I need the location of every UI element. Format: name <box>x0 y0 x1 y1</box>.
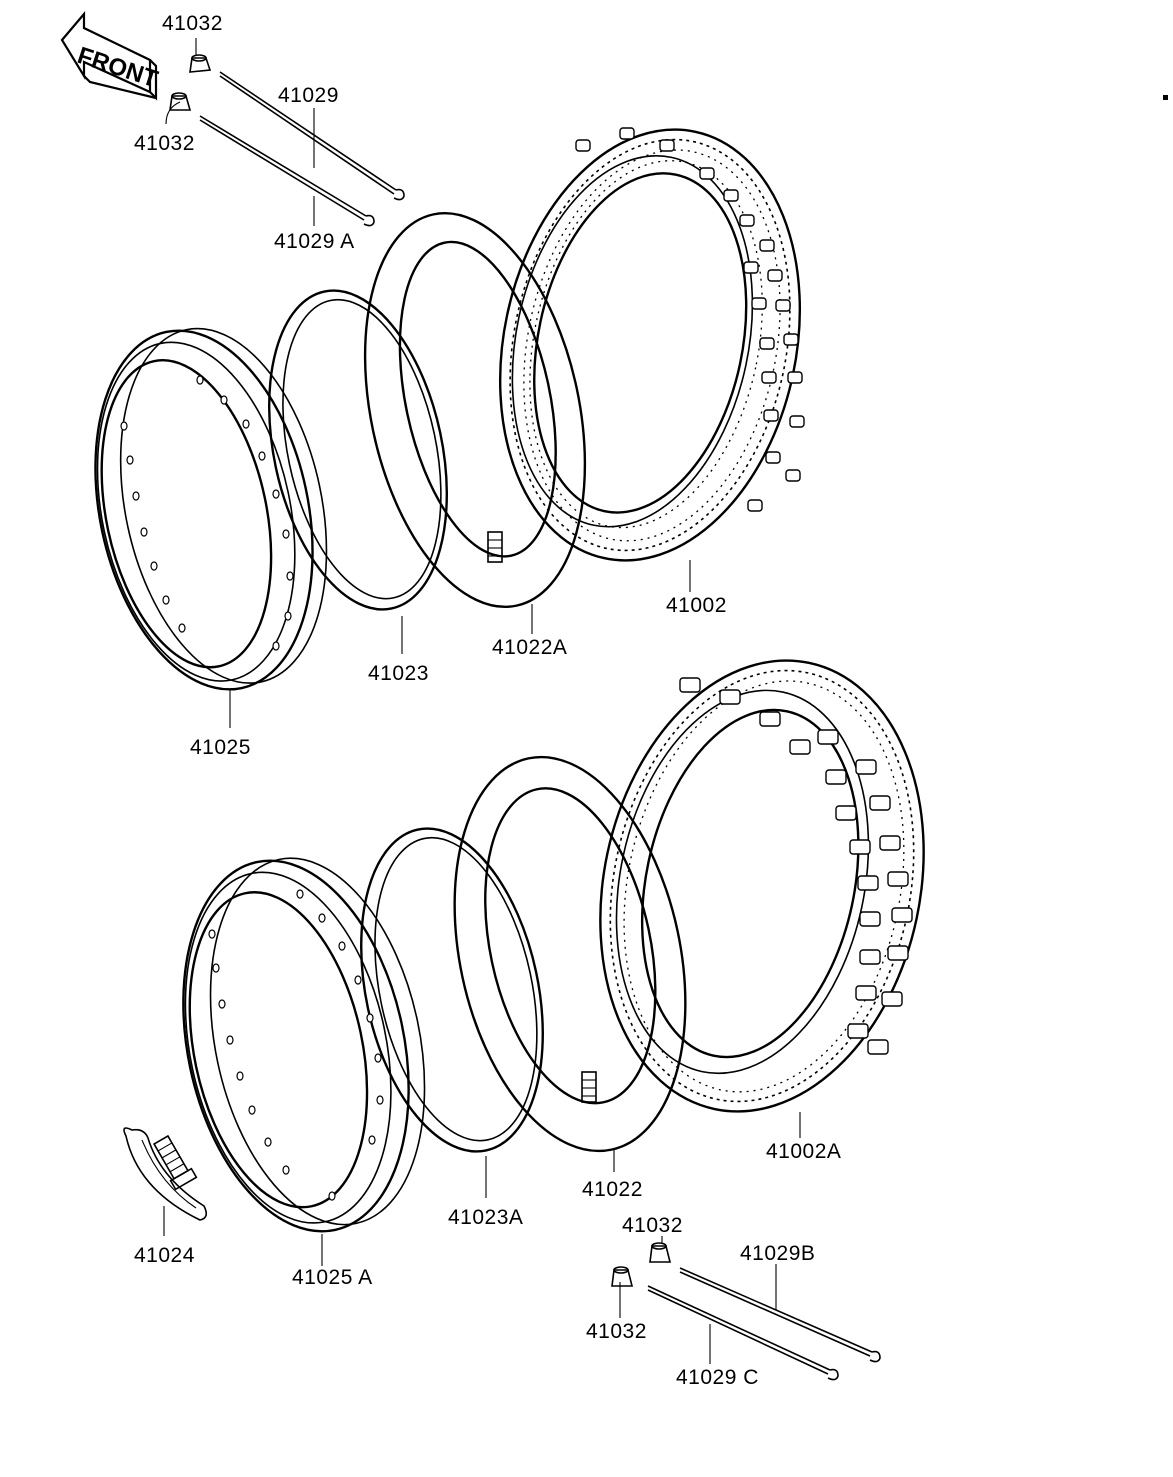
tire-front-lugs <box>575 127 805 512</box>
spoke-bottom-2 <box>647 1285 839 1381</box>
rim-front-spoke-holes <box>120 375 294 651</box>
label-41025: 41025 <box>190 736 251 759</box>
label-41023A: 41023A <box>448 1206 523 1229</box>
rim-band-front <box>267 289 449 654</box>
tire-rear <box>599 659 925 1138</box>
spoke-nipple-bottom-1 <box>649 1242 672 1263</box>
label-41024: 41024 <box>134 1244 195 1267</box>
inner-tube-rear <box>453 755 687 1172</box>
label-41029C: 41029 C <box>676 1366 759 1389</box>
rim-band-rear <box>360 827 544 1198</box>
tire-rear-lugs <box>679 677 913 1055</box>
spoke-nipple-top-2 <box>169 92 192 111</box>
tire-front <box>498 127 805 592</box>
spoke-top-2 <box>199 115 375 227</box>
label-41002A: 41002A <box>766 1140 841 1163</box>
valve-stem-front <box>487 531 503 563</box>
label-41025A: 41025 A <box>292 1266 373 1289</box>
front-arrow-icon: FRONT <box>60 10 161 101</box>
valve-stem-rear <box>581 1071 597 1103</box>
label-41032-bottom-2: 41032 <box>586 1320 647 1343</box>
rim-rear <box>182 857 426 1266</box>
label-41023: 41023 <box>368 662 429 685</box>
rim-lock <box>123 1127 208 1236</box>
label-41032-top-1: 41032 <box>162 12 223 35</box>
label-41022A: 41022A <box>492 636 567 659</box>
rim-front <box>94 327 328 728</box>
spoke-top-1 <box>219 71 405 201</box>
label-41029A: 41029 A <box>274 230 355 253</box>
label-41032-bottom-1: 41032 <box>622 1214 683 1237</box>
spoke-nipple-top-1 <box>189 54 212 73</box>
label-41032-top-2: 41032 <box>134 132 195 155</box>
inner-tube-front <box>363 211 587 634</box>
margin-mark <box>1163 95 1168 100</box>
spoke-nipple-bottom-2 <box>611 1266 634 1287</box>
label-41022: 41022 <box>582 1178 643 1201</box>
label-41002: 41002 <box>666 594 727 617</box>
rim-rear-spoke-holes <box>208 889 384 1201</box>
label-41029B: 41029B <box>740 1242 815 1265</box>
label-41029: 41029 <box>278 84 339 107</box>
